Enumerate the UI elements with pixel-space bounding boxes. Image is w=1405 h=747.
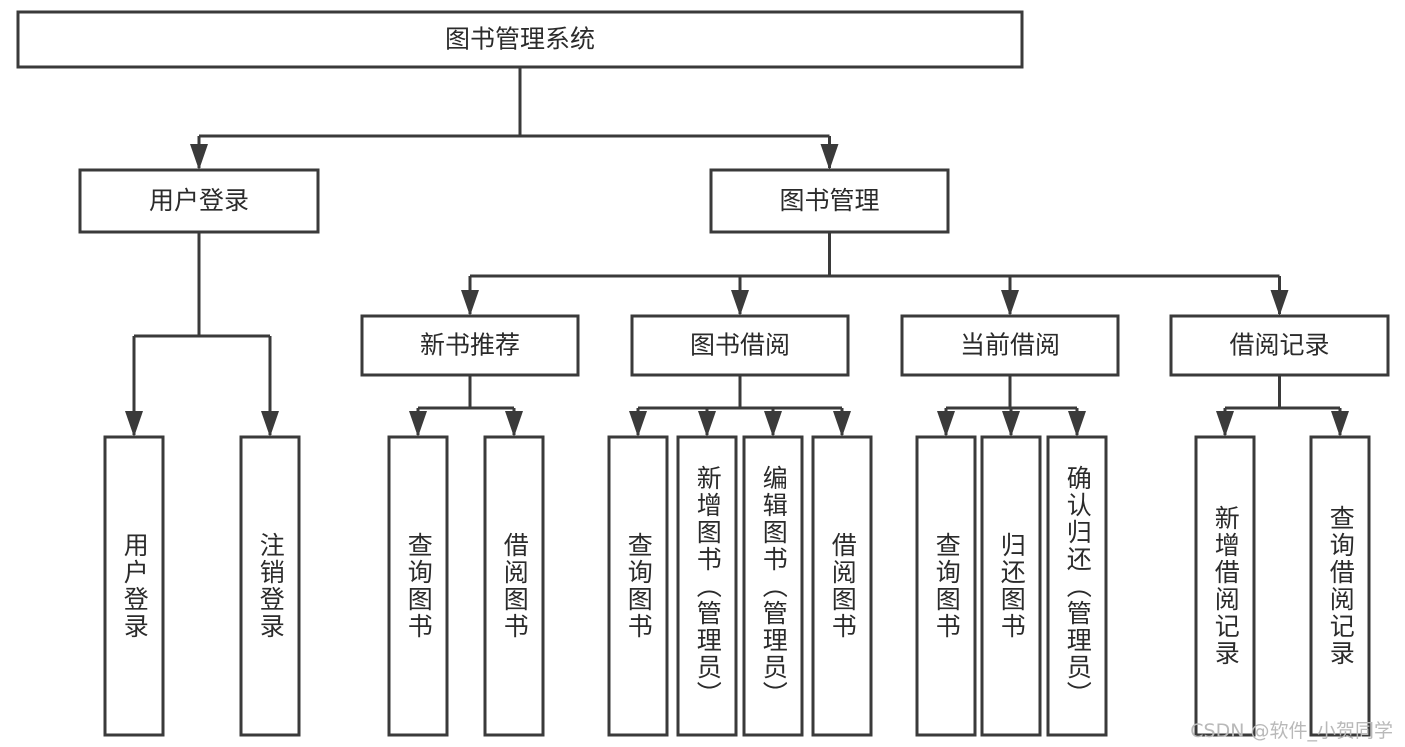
node-current-borrow-label: 当前借阅 bbox=[960, 331, 1060, 360]
node-leaf-edit-book[interactable] bbox=[742, 435, 804, 737]
arrow-head bbox=[731, 290, 749, 316]
arrow-head bbox=[190, 144, 208, 170]
node-root-system[interactable] bbox=[16, 10, 1024, 69]
node-leaf-user-login[interactable] bbox=[103, 435, 165, 737]
node-leaf-borrow-book-2[interactable] bbox=[811, 435, 873, 737]
node-leaf-return-book[interactable] bbox=[980, 435, 1042, 737]
arrow-head bbox=[409, 411, 427, 437]
node-user-login[interactable] bbox=[78, 168, 320, 234]
node-borrow-record-label: 借阅记录 bbox=[1229, 331, 1329, 360]
node-leaf-query-book-2[interactable] bbox=[607, 435, 669, 737]
arrow-head bbox=[1331, 411, 1349, 437]
arrow-head bbox=[1002, 411, 1020, 437]
node-leaf-query-book-1[interactable] bbox=[387, 435, 449, 737]
node-leaf-confirm-return[interactable] bbox=[1046, 435, 1108, 737]
node-box-layer bbox=[16, 10, 1390, 737]
arrow-head bbox=[261, 411, 279, 437]
node-book-manage-label: 图书管理 bbox=[779, 186, 879, 215]
node-leaf-query-record[interactable] bbox=[1309, 435, 1371, 737]
arrow-head bbox=[1001, 290, 1019, 316]
node-root-system-label: 图书管理系统 bbox=[445, 25, 595, 54]
node-book-borrow-label: 图书借阅 bbox=[690, 331, 790, 360]
arrow-head bbox=[629, 411, 647, 437]
arrow-head bbox=[833, 411, 851, 437]
arrow-head bbox=[461, 290, 479, 316]
arrow-head bbox=[764, 411, 782, 437]
arrow-head bbox=[125, 411, 143, 437]
node-leaf-add-record[interactable] bbox=[1194, 435, 1256, 737]
arrow-head bbox=[698, 411, 716, 437]
arrow-head bbox=[820, 144, 839, 170]
arrow-head bbox=[1270, 290, 1289, 316]
arrow-head bbox=[1068, 411, 1086, 437]
arrow-head bbox=[505, 411, 523, 437]
arrow-head bbox=[1216, 411, 1234, 437]
node-book-manage[interactable] bbox=[709, 168, 950, 234]
node-new-book-rec-label: 新书推荐 bbox=[420, 331, 520, 360]
node-current-borrow[interactable] bbox=[900, 314, 1120, 377]
arrow-head bbox=[937, 411, 955, 437]
connector-layer bbox=[125, 67, 1349, 437]
node-new-book-rec[interactable] bbox=[360, 314, 580, 377]
node-borrow-record[interactable] bbox=[1169, 314, 1390, 377]
node-leaf-query-book-3[interactable] bbox=[915, 435, 977, 737]
node-leaf-borrow-book-1[interactable] bbox=[483, 435, 545, 737]
node-user-login-label: 用户登录 bbox=[149, 186, 249, 215]
node-leaf-add-book[interactable] bbox=[676, 435, 738, 737]
node-leaf-user-logout[interactable] bbox=[239, 435, 301, 737]
node-book-borrow[interactable] bbox=[630, 314, 850, 377]
